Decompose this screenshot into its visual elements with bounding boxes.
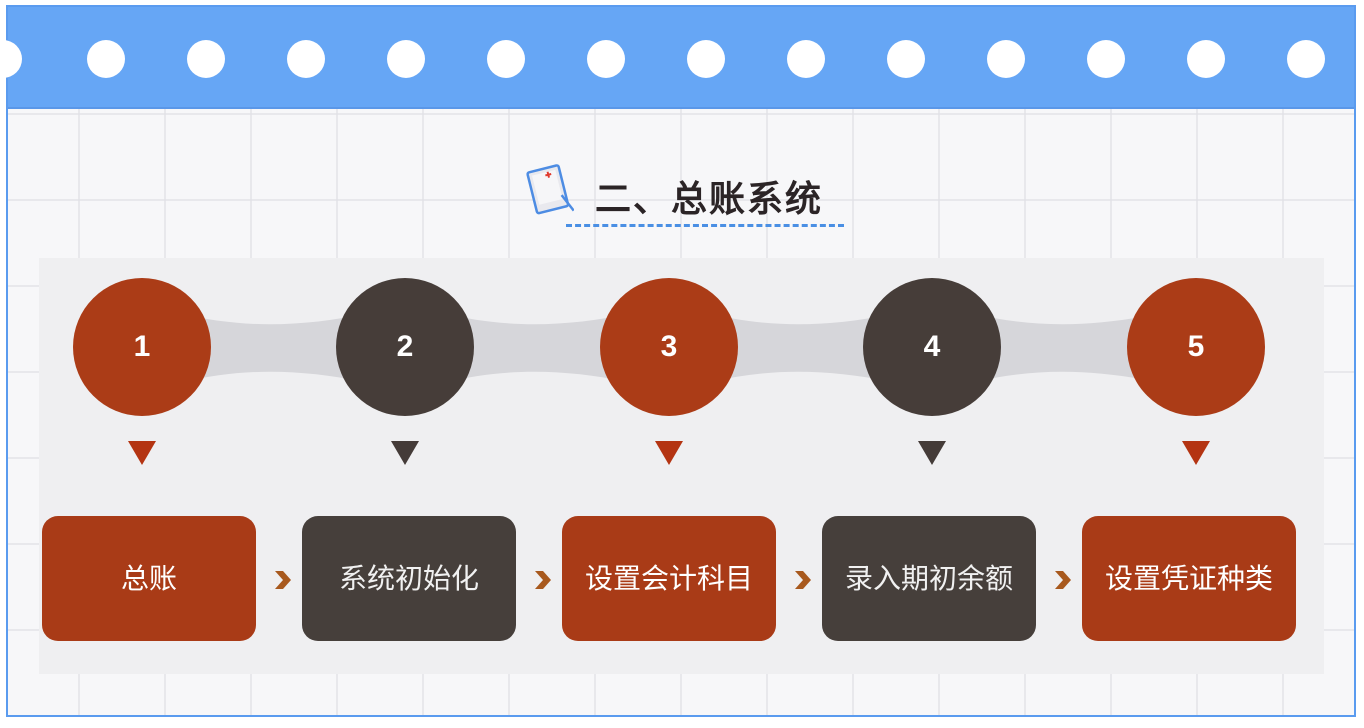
step-1-number-badge: 1	[73, 278, 211, 416]
binder-hole	[887, 40, 925, 78]
chevron-right-icon	[795, 571, 811, 589]
step-number: 3	[660, 330, 678, 363]
step-5-box: 设置凭证种类	[1082, 516, 1296, 641]
step-5-number-badge: 5	[1127, 278, 1265, 416]
binder-hole	[787, 40, 825, 78]
down-triangle-icon	[128, 441, 156, 465]
binder-hole	[987, 40, 1025, 78]
step-label: 设置会计科目	[584, 561, 753, 595]
step-connector	[179, 313, 1161, 383]
step-3-box: 设置会计科目	[562, 516, 776, 641]
down-triangle-icon	[655, 441, 683, 465]
step-label: 录入期初余额	[844, 561, 1013, 595]
binder-hole	[687, 40, 725, 78]
step-4-number-badge: 4	[863, 278, 1001, 416]
binder-hole	[1287, 40, 1325, 78]
binder-hole	[587, 40, 625, 78]
binder-hole	[87, 40, 125, 78]
process-flow-panel: 1 2 3 4 5 总账 系统初始化 设置会计科目 录入期初余额 设置凭证种类	[39, 258, 1324, 674]
clipboard-icon	[526, 164, 574, 215]
chevron-right-icon	[275, 571, 291, 589]
step-number: 5	[1187, 330, 1205, 363]
down-triangle-icon	[918, 441, 946, 465]
binder-hole	[0, 40, 22, 78]
step-number: 1	[133, 330, 151, 363]
section-title: 二、总账系统	[520, 158, 850, 228]
step-1-box: 总账	[42, 516, 256, 641]
step-2-box: 系统初始化	[302, 516, 516, 641]
chevron-right-icon	[535, 571, 551, 589]
step-label: 总账	[120, 561, 177, 595]
binder-hole	[187, 40, 225, 78]
binder-hole	[287, 40, 325, 78]
step-number: 2	[396, 330, 414, 363]
binder-hole	[387, 40, 425, 78]
notebook-banner	[0, 7, 1354, 109]
step-label: 系统初始化	[338, 561, 479, 595]
binder-hole	[1187, 40, 1225, 78]
step-label: 设置凭证种类	[1104, 561, 1273, 595]
chevron-right-icon	[1055, 571, 1071, 589]
page-title: 二、总账系统	[595, 179, 824, 220]
step-3-number-badge: 3	[600, 278, 738, 416]
step-2-number-badge: 2	[336, 278, 474, 416]
binder-hole	[1087, 40, 1125, 78]
binder-hole	[487, 40, 525, 78]
down-triangle-icon	[1182, 441, 1210, 465]
title-underline	[566, 224, 844, 227]
down-triangle-icon	[391, 441, 419, 465]
step-number: 4	[923, 330, 941, 363]
step-4-box: 录入期初余额	[822, 516, 1036, 641]
